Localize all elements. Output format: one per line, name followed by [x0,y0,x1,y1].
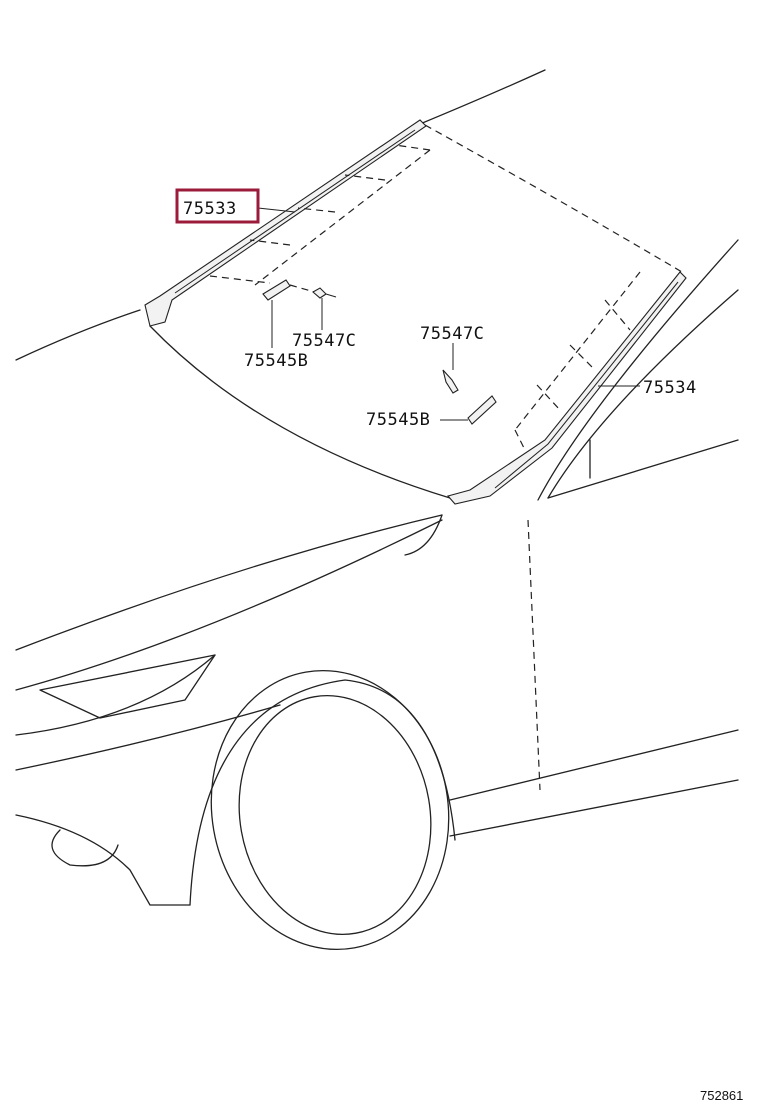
clip-75545b-right [467,395,497,425]
molding-75534 [447,271,687,505]
clip-75547c-left-pin [325,293,337,298]
clip-75547c-left [312,287,327,299]
left-guides [209,144,431,294]
molding-75534-inner [494,281,679,489]
windshield-bottom [149,325,451,499]
label-75545b-left: 75545B [244,351,308,371]
label-75533: 75533 [183,199,237,219]
right-guides [514,271,641,451]
leader-lines [257,207,640,421]
label-75534: 75534 [643,378,697,398]
clip-75547c-right [442,369,459,394]
wheel [189,669,456,951]
label-75547c-right: 75547C [420,324,484,344]
drawing-number: 752861 [700,1088,743,1103]
windshield-outline [424,124,683,273]
clip-75545b-left [262,279,291,301]
label-75547c-left: 75547C [292,331,356,351]
roof-edge-left [15,309,141,361]
molding-75533 [144,119,427,327]
highlight-box-75533 [175,188,260,224]
body-lines [15,239,739,906]
label-75545b-right: 75545B [366,410,430,430]
roof-line [419,69,546,125]
